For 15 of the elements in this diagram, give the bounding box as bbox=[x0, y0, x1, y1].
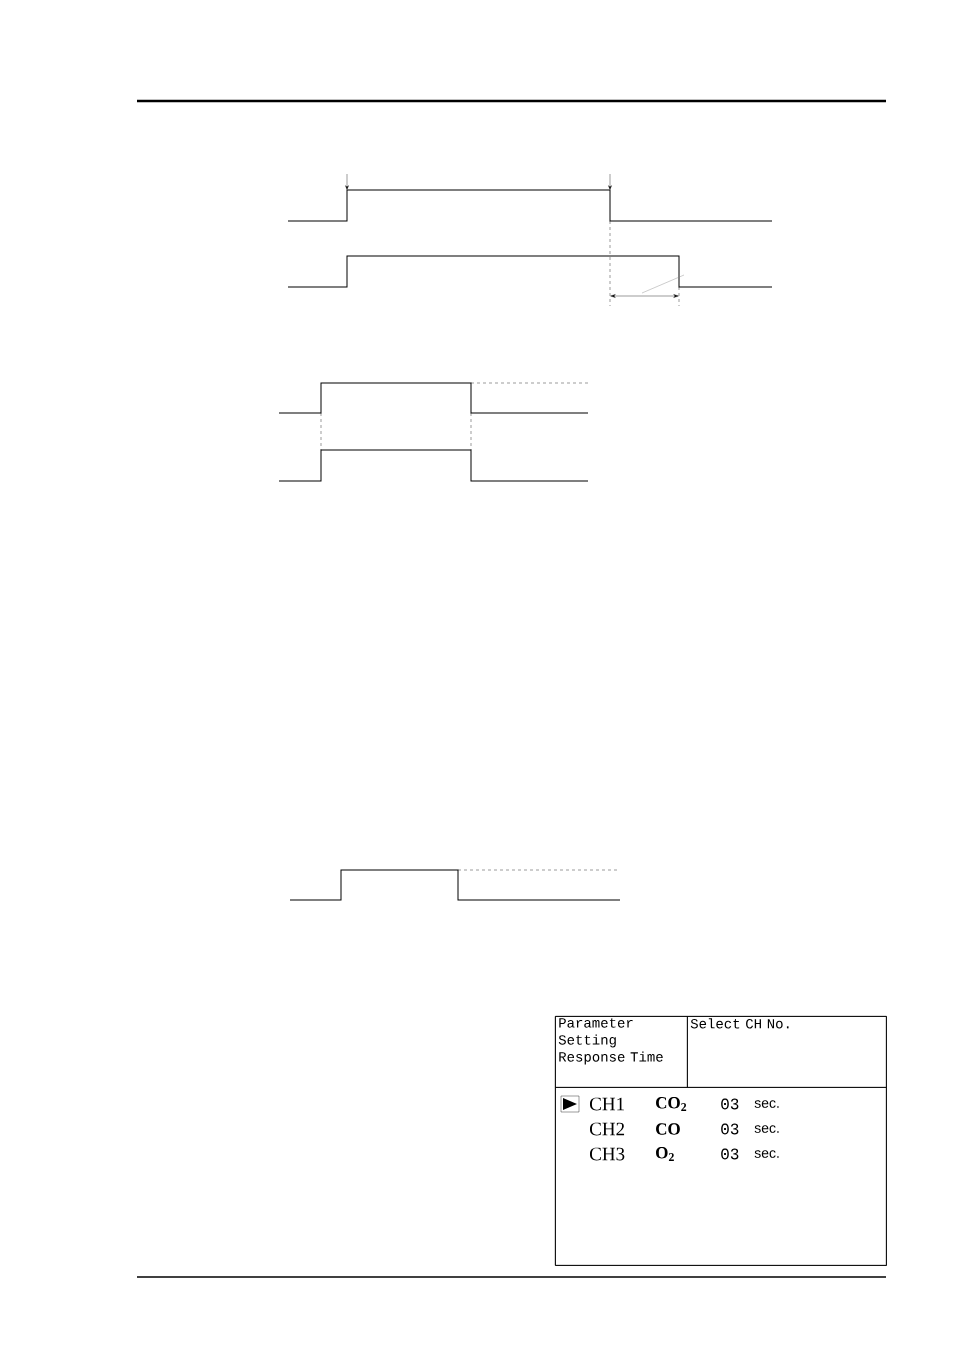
value-label: 03 bbox=[721, 1123, 739, 1135]
gas-label: CO bbox=[656, 1123, 680, 1135]
gas-label: O$_{2}$ bbox=[656, 1147, 674, 1161]
unit-label: sec. bbox=[754, 1150, 779, 1158]
value-label: 03 bbox=[721, 1098, 739, 1110]
unit-label: sec. bbox=[754, 1100, 779, 1108]
unit-label: sec. bbox=[754, 1125, 779, 1133]
channel-label: CH3 bbox=[590, 1147, 625, 1161]
header-cell: Parameter Setting Response Time bbox=[555, 1016, 688, 1088]
channel-label: CH1 bbox=[590, 1097, 624, 1111]
channel-label: CH2 bbox=[590, 1122, 625, 1136]
gas-label: CO$_{2}$ bbox=[656, 1097, 687, 1111]
list-area bbox=[555, 1087, 887, 1266]
header-cell: Select CH No. bbox=[687, 1016, 887, 1088]
value-label: 03 bbox=[721, 1148, 739, 1160]
